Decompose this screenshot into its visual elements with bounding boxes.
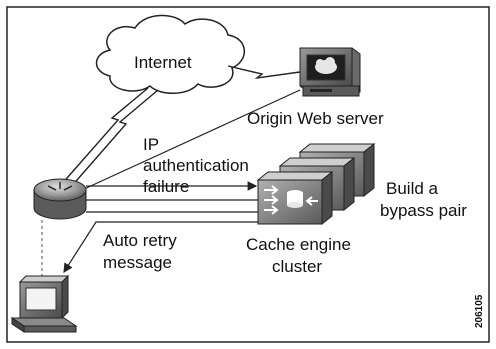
ip-auth-line3: failure: [143, 177, 189, 196]
auto-retry-line2: message: [103, 253, 172, 272]
figure-frame: [6, 6, 490, 343]
ip-auth-line2: authentication: [143, 156, 249, 175]
auto-retry-line1: Auto retry: [103, 231, 177, 250]
arrow-auto-retry: [63, 221, 258, 274]
cache-engine-icon: [256, 142, 376, 226]
cloud-icon: [95, 14, 245, 94]
cache-line1: Cache engine: [246, 235, 351, 254]
bypass-line2: bypass pair: [380, 201, 467, 220]
bypass-line1: Build a: [386, 179, 439, 198]
figure-id: 206105: [474, 294, 485, 328]
cache-engine-unit-1: [256, 170, 334, 226]
router-icon: [33, 178, 87, 220]
internet-label: Internet: [134, 53, 192, 72]
ip-auth-line1: IP: [143, 135, 159, 154]
web-server-icon: [299, 47, 361, 97]
cache-line2: cluster: [272, 257, 322, 276]
origin-server-label: Origin Web server: [247, 109, 384, 128]
wan-link-router-cloud-2: [69, 89, 159, 189]
wan-link-cloud-server: [227, 65, 301, 80]
link-router-server: [81, 89, 301, 191]
client-pc-icon: [10, 274, 78, 333]
wan-link-router-cloud-1: [59, 87, 149, 187]
